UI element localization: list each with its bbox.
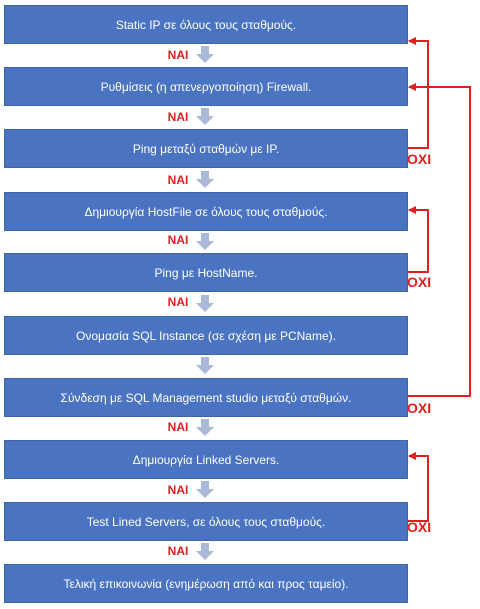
no-label: ΟΧΙ [407,519,432,535]
down-arrow-icon [196,419,214,436]
down-arrow-icon [196,481,214,498]
step-ping-ip: Ping μεταξύ σταθμών με IP. [4,129,408,168]
down-arrow-icon [196,171,214,188]
step-firewall: Ρυθμίσεις (η απενεργοποίηση) Firewall. [4,67,408,106]
down-arrow-icon [196,108,214,125]
down-arrow-icon [196,233,214,250]
no-label: ΟΧΙ [407,274,432,290]
step-linked-servers: Δημιουργία Linked Servers. [4,440,408,479]
down-arrow-icon [196,357,214,374]
yes-label: ΝΑΙ [167,420,189,434]
step-test-linked: Test Lined Servers, σε όλους τους σταθμο… [4,502,408,541]
yes-label: ΝΑΙ [167,110,189,124]
step-final-communication: Τελική επικοινωνία (ενημέρωση από και πρ… [4,564,408,603]
yes-label: ΝΑΙ [167,48,189,62]
step-hostfile: Δημιουργία HostFile σε όλους τους σταθμο… [4,192,408,231]
yes-label: ΝΑΙ [167,173,189,187]
yes-label: ΝΑΙ [167,233,189,247]
step-sql-instance: Ονομασία SQL Instance (σε σχέση με PCNam… [4,316,408,355]
yes-label: ΝΑΙ [167,295,189,309]
loop-test-linked-to-linked-servers [408,452,429,522]
yes-label: ΝΑΙ [167,544,189,558]
down-arrow-icon [196,543,214,560]
down-arrow-icon [196,295,214,312]
no-label: ΟΧΙ [407,151,432,167]
loop-ping-ip-to-static-ip [408,37,429,149]
yes-label: ΝΑΙ [167,483,189,497]
no-label: ΟΧΙ [407,400,432,416]
step-sql-management: Σύνδεση με SQL Management studio μεταξύ … [4,378,408,417]
loop-ping-hostname-to-hostfile [408,206,429,273]
down-arrow-icon [196,46,214,63]
step-ping-hostname: Ping με HostName. [4,253,408,292]
step-static-ip: Static IP σε όλους τους σταθμούς. [4,5,408,44]
loop-sql-management-to-firewall [408,83,471,397]
